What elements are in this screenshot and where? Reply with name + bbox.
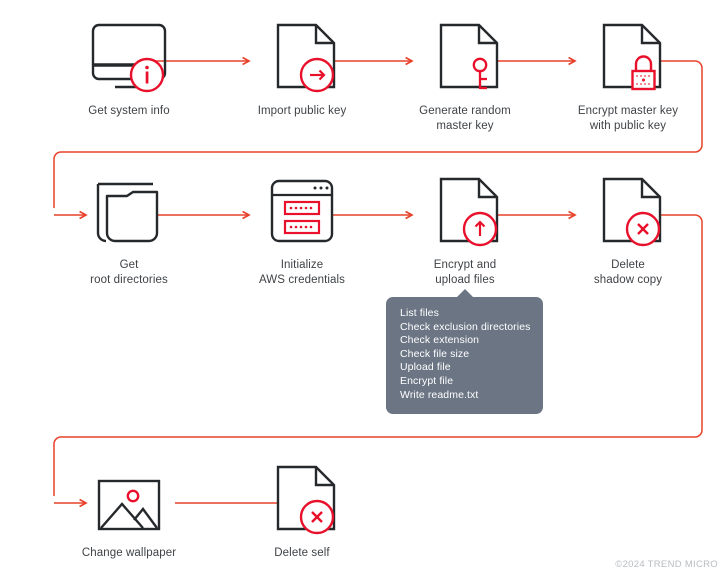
- node-label: Import public key: [257, 105, 347, 117]
- node-label: Initialize AWS credentials: [258, 259, 346, 286]
- node-delete-shadow-copy[interactable]: Delete shadow copy: [553, 168, 703, 287]
- document-icon: [227, 14, 377, 104]
- encrypt-upload-steps-callout: List files Check exclusion directories C…: [386, 289, 543, 415]
- node-generate-random-master-key[interactable]: Generate random master key: [390, 14, 540, 133]
- delete-x-badge-icon: [299, 499, 335, 535]
- node-label: Encrypt and upload files: [433, 259, 497, 286]
- node-label: Generate random master key: [419, 105, 511, 132]
- node-get-root-directories[interactable]: Get root directories: [54, 168, 204, 287]
- document-icon: [553, 168, 703, 258]
- node-label: Delete self: [274, 547, 330, 559]
- node-label: Change wallpaper: [81, 547, 177, 559]
- list-item: Check file size: [400, 347, 470, 360]
- node-change-wallpaper[interactable]: Change wallpaper: [54, 456, 204, 561]
- copyright-text: ©2024 TREND MICRO: [615, 559, 718, 570]
- monitor-info-icon: [54, 14, 204, 104]
- node-encrypt-master-key[interactable]: Encrypt master key with public key: [553, 14, 703, 133]
- padlock-icon: [631, 55, 656, 91]
- document-icon: [227, 456, 377, 546]
- delete-x-badge-icon: [625, 211, 661, 247]
- connector-row2-to-row3-a: [53, 214, 703, 496]
- folder-icon: [54, 168, 204, 258]
- node-label: Get root directories: [90, 259, 168, 286]
- document-icon: [390, 168, 540, 258]
- list-item: Check extension: [400, 334, 480, 347]
- node-delete-self[interactable]: Delete self: [227, 456, 377, 561]
- node-label: Encrypt master key with public key: [577, 105, 679, 132]
- list-item: Check exclusion directories: [400, 320, 531, 333]
- node-initialize-aws-credentials[interactable]: Initialize AWS credentials: [227, 168, 377, 287]
- list-item: Write readme.txt: [400, 388, 479, 401]
- browser-credentials-icon: [227, 168, 377, 258]
- list-item: Encrypt file: [400, 374, 454, 387]
- list-item: Upload file: [400, 361, 451, 374]
- callout-list: List files Check exclusion directories C…: [400, 307, 531, 402]
- node-import-public-key[interactable]: Import public key: [227, 14, 377, 119]
- node-label: Get system info: [88, 105, 170, 117]
- image-picture-icon: [54, 456, 204, 546]
- document-lock-icon: [553, 14, 703, 104]
- upload-arrow-badge-icon: [462, 211, 498, 247]
- connector-row1-to-row2-a: [53, 60, 703, 208]
- key-icon: [472, 57, 488, 90]
- node-encrypt-and-upload-files[interactable]: Encrypt and upload files: [390, 168, 540, 287]
- callout-pointer: [456, 289, 474, 298]
- document-key-icon: [390, 14, 540, 104]
- node-label: Delete shadow copy: [593, 259, 663, 286]
- list-item: List files: [400, 307, 439, 319]
- node-get-system-info[interactable]: Get system info: [54, 14, 204, 119]
